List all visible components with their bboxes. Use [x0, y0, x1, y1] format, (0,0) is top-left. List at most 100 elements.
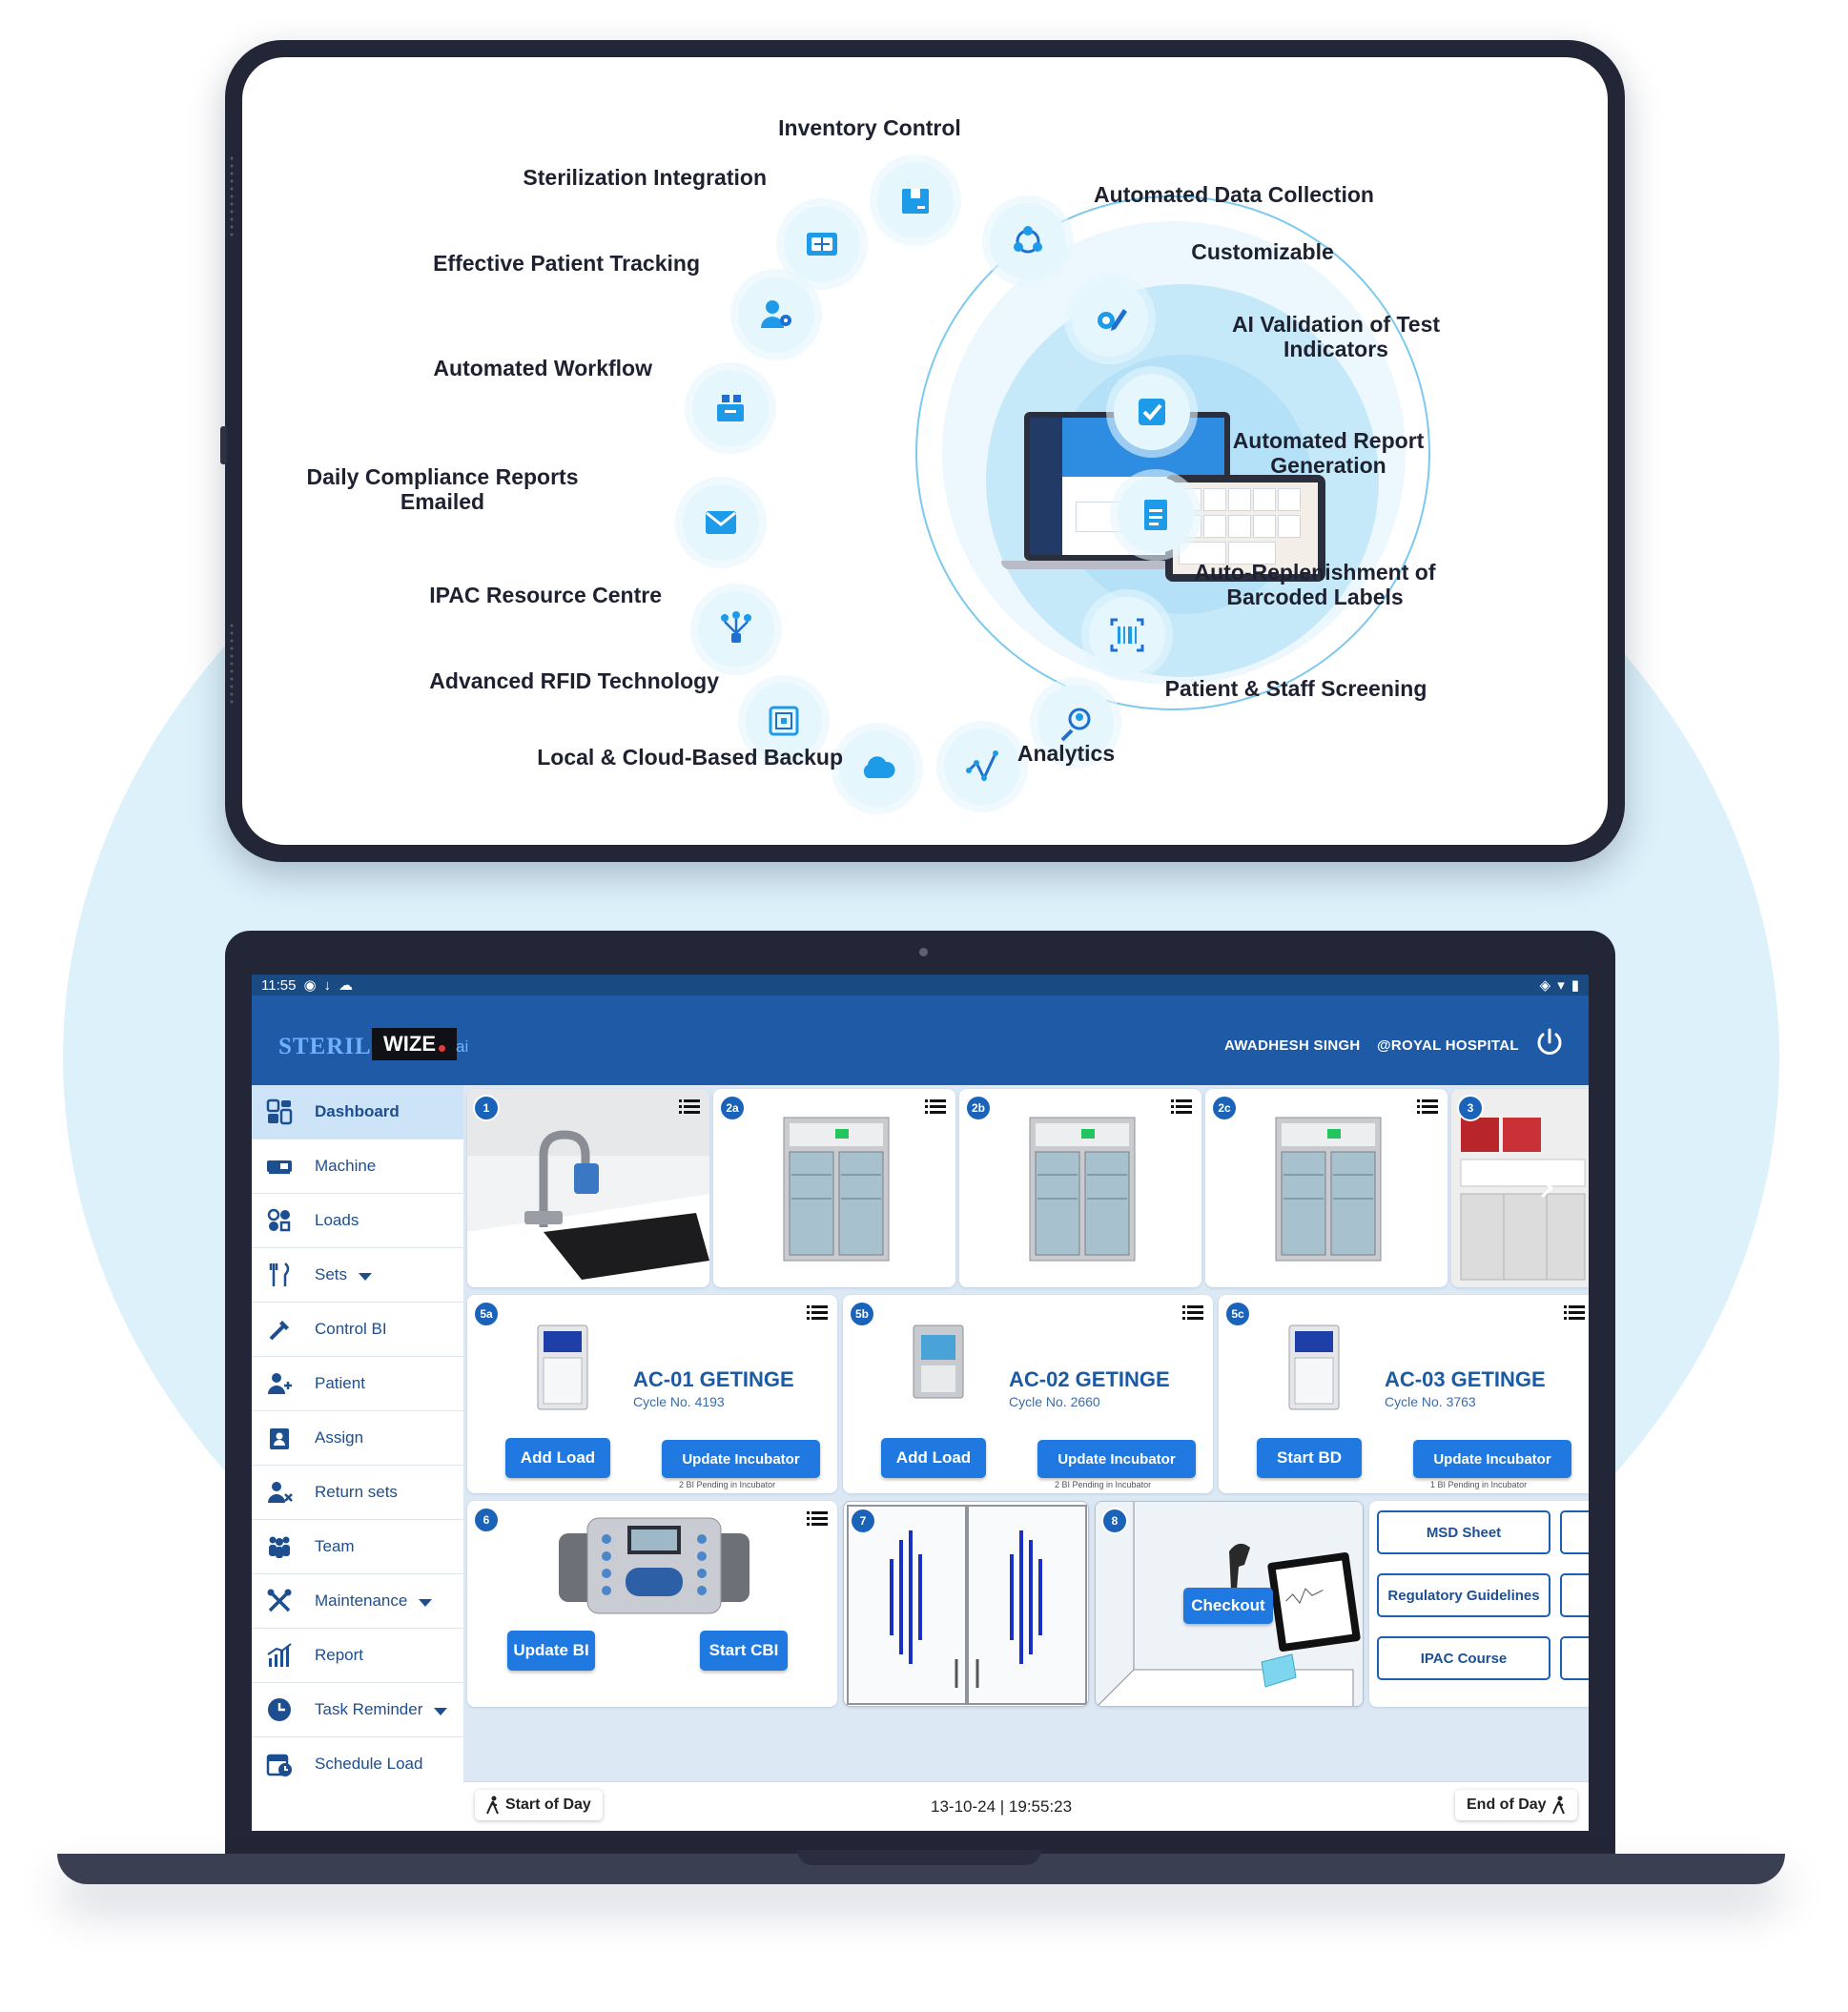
machine-name: AC-01 GETINGE: [633, 1367, 794, 1391]
end-of-day-button[interactable]: End of Day: [1455, 1790, 1577, 1820]
resource-button-partial[interactable]: [1560, 1636, 1589, 1680]
sidebar-item-label: Schedule Load: [315, 1755, 423, 1773]
chevron-down-icon[interactable]: [359, 1272, 373, 1281]
tile-doors[interactable]: 7: [843, 1501, 1089, 1707]
walking-person-icon: [1551, 1796, 1565, 1815]
app-header: STERIL WIZE ai AWADHESH SINGH @ROYAL HOS…: [252, 996, 1589, 1085]
sidebar-item-sets[interactable]: Sets: [252, 1248, 463, 1303]
brand-logo-steril: STERIL: [278, 1034, 372, 1059]
tile-badge: 5c: [1226, 1303, 1249, 1325]
assign-icon: [270, 1428, 289, 1449]
feature-label: Inventory Control: [778, 115, 961, 140]
status-time: 11:55: [261, 976, 297, 994]
rfid-icon: [769, 706, 799, 736]
sidebar-item-dashboard[interactable]: Dashboard: [252, 1085, 463, 1139]
pipette-icon: [269, 1321, 289, 1341]
tile-washer-2a[interactable]: 2a: [713, 1089, 955, 1287]
sidebar-item-maintenance[interactable]: Maintenance: [252, 1574, 463, 1629]
clock-icon: [268, 1698, 291, 1721]
resource-button-partial[interactable]: [1560, 1510, 1589, 1554]
tile-checkout: 8 Checkout: [1095, 1501, 1364, 1707]
hospital-name: @ROYAL HOSPITAL: [1377, 1037, 1519, 1054]
compliance-reports-node: [683, 484, 759, 561]
sidebar-item-machine[interactable]: Machine: [252, 1139, 463, 1194]
tile-washer-2b[interactable]: 2b: [959, 1089, 1201, 1287]
sidebar-item-schedule-load[interactable]: Schedule Load: [252, 1737, 463, 1781]
sidebar-item-label: Machine: [315, 1157, 377, 1175]
end-of-day-label: End of Day: [1467, 1796, 1547, 1813]
resource-button-partial[interactable]: [1560, 1573, 1589, 1617]
feature-label: Customizable: [1191, 239, 1334, 264]
msd-sheet-button[interactable]: MSD Sheet: [1377, 1510, 1550, 1554]
chevron-down-icon[interactable]: [434, 1707, 448, 1715]
tile-sink[interactable]: 1: [467, 1089, 709, 1287]
brand-logo-suffix: ai: [456, 1037, 469, 1056]
wifi-icon: ▾: [1557, 977, 1565, 994]
mail-icon: [706, 511, 736, 534]
sidebar-item-return-sets[interactable]: Return sets: [252, 1466, 463, 1520]
update-incubator-button[interactable]: Update Incubator: [662, 1440, 820, 1478]
sidebar-item-label: Assign: [315, 1428, 364, 1447]
add-load-button[interactable]: Add Load: [881, 1438, 986, 1478]
autoclave-image: [913, 1324, 964, 1399]
start-of-day-label: Start of Day: [505, 1796, 591, 1813]
power-icon[interactable]: [1533, 1026, 1566, 1058]
update-incubator-button[interactable]: Update Incubator: [1037, 1440, 1196, 1478]
list-menu-icon[interactable]: [807, 1510, 828, 1528]
feature-label: Sterilization Integration: [523, 165, 767, 190]
list-menu-icon[interactable]: [807, 1304, 828, 1322]
sidebar-item-team[interactable]: Team: [252, 1520, 463, 1574]
pending-bi-note: 2 BI Pending in Incubator: [679, 1480, 776, 1489]
sidebar-item-loads[interactable]: Loads: [252, 1194, 463, 1248]
list-menu-icon[interactable]: [1564, 1304, 1585, 1322]
resource-tree-icon: [721, 611, 751, 643]
ipac-course-button[interactable]: IPAC Course: [1377, 1636, 1550, 1680]
cabinet-image: [1451, 1089, 1589, 1287]
list-menu-icon[interactable]: [1171, 1098, 1192, 1116]
sterilizer-icon: [807, 233, 837, 256]
list-menu-icon[interactable]: [925, 1098, 946, 1116]
patient-tracking-node: [738, 277, 814, 353]
tile-resources: MSD Sheet Regulatory Guidelines IPAC Cou…: [1369, 1501, 1589, 1707]
tile-badge: 5b: [851, 1303, 873, 1325]
start-bd-button[interactable]: Start BD: [1257, 1438, 1362, 1478]
sidebar-item-report[interactable]: Report: [252, 1629, 463, 1683]
current-datetime: 13-10-24 | 19:55:23: [931, 1797, 1073, 1816]
checkout-button[interactable]: Checkout: [1183, 1588, 1273, 1624]
sidebar-item-patient[interactable]: Patient: [252, 1357, 463, 1411]
chevron-down-icon[interactable]: [419, 1598, 433, 1607]
regulatory-guidelines-button[interactable]: Regulatory Guidelines: [1377, 1573, 1550, 1617]
patient-staff-screening-node: [1037, 685, 1114, 761]
list-menu-icon[interactable]: [1182, 1304, 1203, 1322]
cloud-icon: [863, 756, 895, 778]
sync-icon: ◈: [1539, 977, 1551, 994]
add-load-button[interactable]: Add Load: [505, 1438, 610, 1478]
tile-cabinet[interactable]: 3: [1451, 1089, 1589, 1287]
washer-image: [1029, 1117, 1136, 1262]
android-status-bar: 11:55 ◉ ↓ ☁ ◈ ▾ ▮: [252, 975, 1589, 996]
tablet-speaker-bottom: [230, 622, 234, 708]
sidebar-item-assign[interactable]: Assign: [252, 1411, 463, 1466]
list-menu-icon[interactable]: [679, 1098, 700, 1116]
update-bi-button[interactable]: Update BI: [507, 1631, 595, 1671]
feature-label: Patient & Staff Screening: [1164, 676, 1427, 701]
sidebar-item-label: Sets: [315, 1265, 348, 1283]
feature-label: Automated Workflow: [433, 356, 652, 380]
sidebar-item-label: Report: [315, 1646, 364, 1664]
tools-icon: [267, 1589, 292, 1612]
update-incubator-button[interactable]: Update Incubator: [1413, 1440, 1571, 1478]
start-cbi-button[interactable]: Start CBI: [700, 1631, 788, 1671]
sidebar-item-task-reminder[interactable]: Task Reminder: [252, 1683, 463, 1737]
tile-sterilizer-5c: 5c AC-03 GETINGE Cycle No. 3763 Start BD…: [1219, 1295, 1589, 1493]
list-menu-icon[interactable]: [1417, 1098, 1438, 1116]
report-chart-icon: [267, 1643, 292, 1667]
ipac-resource-node: [698, 591, 774, 667]
sidebar-item-label: Task Reminder: [315, 1700, 423, 1718]
start-of-day-button[interactable]: Start of Day: [475, 1790, 603, 1820]
sidebar-item-control-bi[interactable]: Control BI: [252, 1303, 463, 1357]
hub-tablet-illustration: [1165, 475, 1325, 582]
box-icon: [902, 189, 929, 214]
chevron-right-icon[interactable]: [1537, 1177, 1556, 1200]
tile-washer-2c[interactable]: 2c: [1205, 1089, 1448, 1287]
sliding-doors-image: [847, 1505, 1087, 1705]
